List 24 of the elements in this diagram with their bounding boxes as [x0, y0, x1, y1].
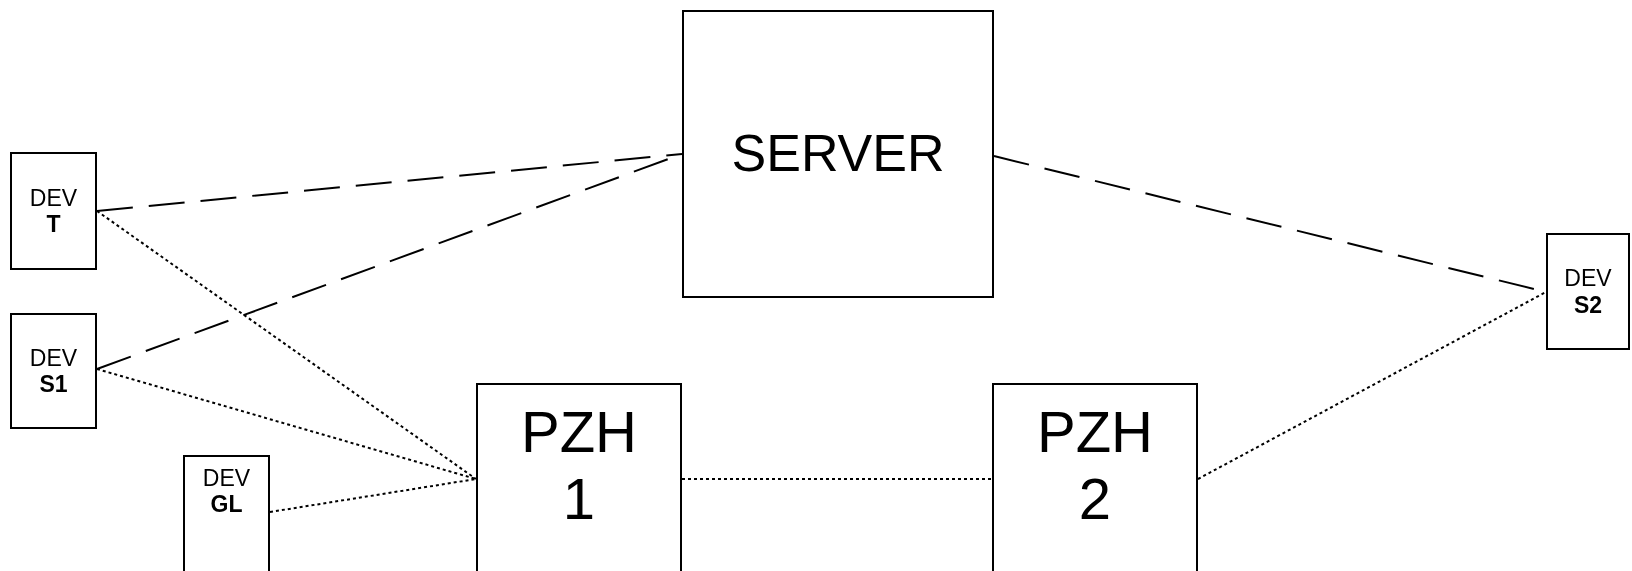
device-id: S1 [39, 371, 68, 398]
hub-box [992, 383, 1198, 571]
node-label: DEV [202, 465, 251, 492]
connector-line [96, 210, 477, 480]
device-id: T [46, 211, 61, 238]
connector-line [681, 478, 993, 480]
node-label: DEV [29, 184, 78, 211]
node-label: DEV [1564, 265, 1612, 292]
device-id: GL [210, 491, 243, 518]
connector-line [1197, 291, 1547, 480]
connector-line [96, 368, 477, 480]
device-box [10, 152, 97, 270]
connector-line [96, 153, 683, 212]
device-id: S2 [1573, 291, 1603, 318]
node-label: PZH 2 [1036, 399, 1154, 533]
node-label: DEV [29, 344, 78, 371]
hub-box [476, 383, 682, 571]
device-box [183, 455, 270, 571]
node-label: SERVER [731, 124, 945, 184]
device-box [1546, 233, 1630, 350]
connector-line [269, 478, 477, 513]
device-box [10, 313, 97, 429]
server-box [682, 10, 994, 298]
node-label: PZH 1 [520, 399, 638, 533]
